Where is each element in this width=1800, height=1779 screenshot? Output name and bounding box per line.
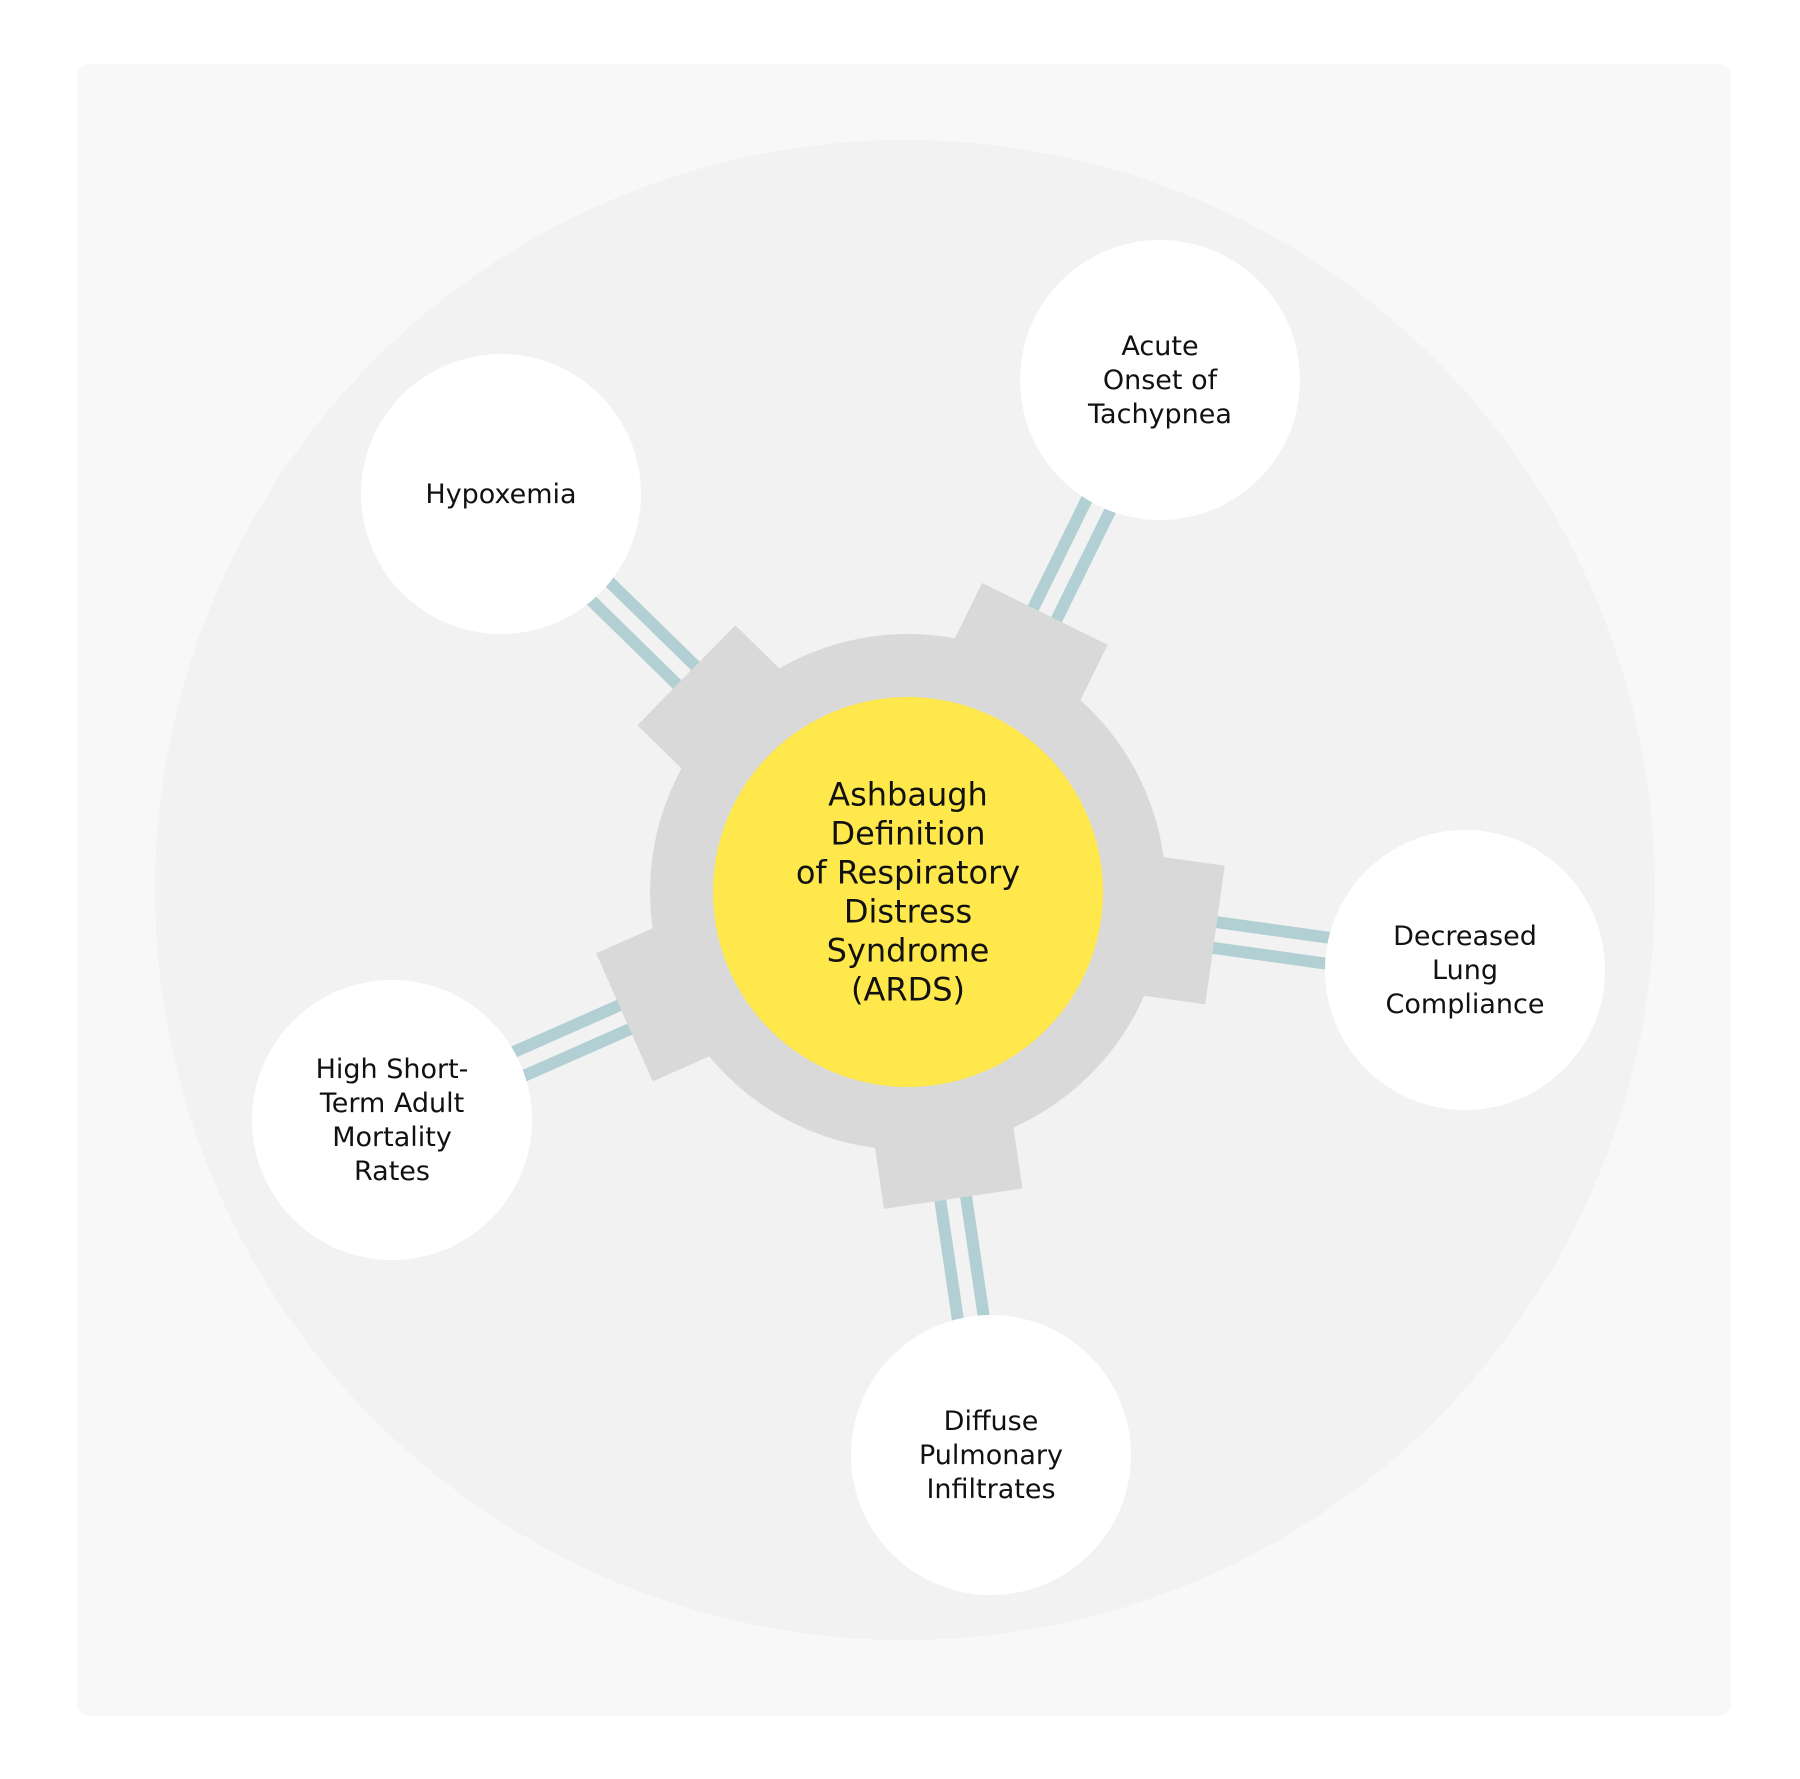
connector-line-acute-onset-of-tachypnea-1 [1016,479,1101,634]
node-label-line: Tachypnea [1087,399,1232,430]
node-label-line: Term Adult [319,1088,464,1119]
node-circle-acute-onset-of-tachypnea [1020,240,1300,520]
node-label-line: Lung [1432,955,1498,986]
node-label-line: Infiltrates [926,1474,1055,1505]
center-label-line: (ARDS) [851,971,965,1009]
center-label-line: Definition [831,815,986,853]
center-label-line: of Respiratory [796,854,1020,892]
node-label-line: Onset of [1103,365,1219,396]
node-label-line: Decreased [1393,921,1537,952]
center-circle [713,697,1103,1087]
node-label-line: Pulmonary [919,1440,1063,1471]
connector-line-acute-onset-of-tachypnea-2 [1040,490,1125,645]
center-label-line: Syndrome [827,932,990,970]
node-circle-diffuse-pulmonary-infiltrates [851,1315,1131,1595]
node-circle-hypoxemia [361,354,641,634]
node-label-line: High Short- [316,1054,469,1085]
node-label-line: Mortality [332,1122,452,1153]
node-label-line: Rates [354,1156,430,1187]
center-label-line: Distress [844,893,972,931]
node-circle-decreased-lung-compliance [1325,830,1605,1110]
connector-line-decreased-lung-compliance-2 [1187,938,1346,973]
node-hypoxemia: Hypoxemia [361,354,641,634]
node-label-line: Acute [1121,331,1198,362]
connector-line-high-short-term-adult-mortality-rates-2 [494,989,645,1066]
center-label-line: Ashbaugh [828,776,988,814]
node-label-line: Hypoxemia [425,479,576,510]
connectors [494,479,1349,1340]
connector-line-high-short-term-adult-mortality-rates-1 [504,1013,655,1089]
node-label-line: Diffuse [944,1406,1039,1437]
node-circle-high-short-term-adult-mortality-rates [252,980,532,1260]
connector-line-hypoxemia-2 [591,564,718,688]
node-label-hypoxemia: Hypoxemia [425,479,576,510]
connector-line-decreased-lung-compliance-1 [1191,912,1349,947]
connector-line-diffuse-pulmonary-infiltrates-1 [956,1171,993,1336]
connector-line-diffuse-pulmonary-infiltrates-2 [930,1174,967,1340]
node-label-line: Compliance [1386,989,1545,1020]
connector-line-hypoxemia-1 [573,582,700,707]
